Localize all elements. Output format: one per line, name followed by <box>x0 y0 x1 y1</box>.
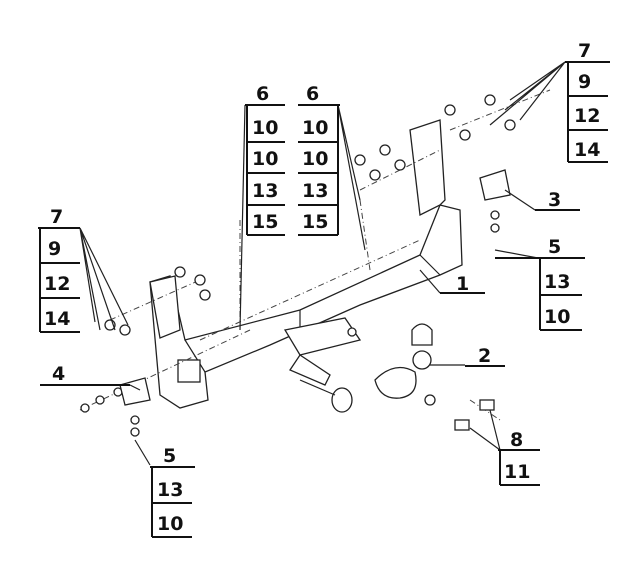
callout-head: 6 <box>256 83 269 105</box>
callout-middle-left: 6 10 10 13 15 <box>245 83 285 236</box>
callout-row: 10 <box>544 306 570 328</box>
callout-row: 10 <box>252 117 278 139</box>
callout-top-right: 7 9 12 14 <box>565 40 610 163</box>
callout-head: 6 <box>306 83 319 105</box>
part-label-2: 2 <box>478 345 491 367</box>
fasteners <box>79 89 551 437</box>
part-labels: 1 2 3 4 <box>40 189 580 386</box>
hitch-plate <box>283 317 362 386</box>
part-label-1: 1 <box>456 273 469 295</box>
part-label-3: 3 <box>548 189 561 211</box>
callout-row: 12 <box>44 273 70 295</box>
callout-right-bracket: 5 13 10 <box>495 236 585 331</box>
callout-row: 9 <box>48 238 61 260</box>
electrical-socket <box>299 379 353 413</box>
callout-head: 5 <box>548 236 561 258</box>
callout-row: 13 <box>252 180 278 202</box>
callout-head: 7 <box>578 40 591 62</box>
leader-lines <box>79 61 566 466</box>
callout-head: 8 <box>510 429 523 451</box>
callout-ball: 8 11 <box>498 429 540 486</box>
callout-left: 7 9 12 14 <box>38 206 80 333</box>
callout-row: 13 <box>544 271 570 293</box>
part-label-4: 4 <box>52 363 65 385</box>
tow-ball <box>374 323 433 399</box>
callout-row: 13 <box>157 479 183 501</box>
crossbeam <box>149 119 463 409</box>
callout-row: 12 <box>574 105 600 127</box>
callout-row: 10 <box>252 148 278 170</box>
callout-row: 10 <box>302 148 328 170</box>
callout-bottom-left: 5 13 10 <box>150 445 195 538</box>
callout-row: 15 <box>252 211 278 233</box>
callout-head: 5 <box>163 445 176 467</box>
callout-row: 11 <box>504 461 530 483</box>
callout-head: 7 <box>50 206 63 228</box>
callout-middle-right: 6 10 10 13 15 <box>298 83 340 236</box>
callout-row: 13 <box>302 180 328 202</box>
callout-row: 14 <box>574 139 600 161</box>
callout-row: 9 <box>578 71 591 93</box>
callout-row: 14 <box>44 308 70 330</box>
callout-row: 10 <box>302 117 328 139</box>
callout-row: 10 <box>157 513 183 535</box>
callout-row: 15 <box>302 211 328 233</box>
